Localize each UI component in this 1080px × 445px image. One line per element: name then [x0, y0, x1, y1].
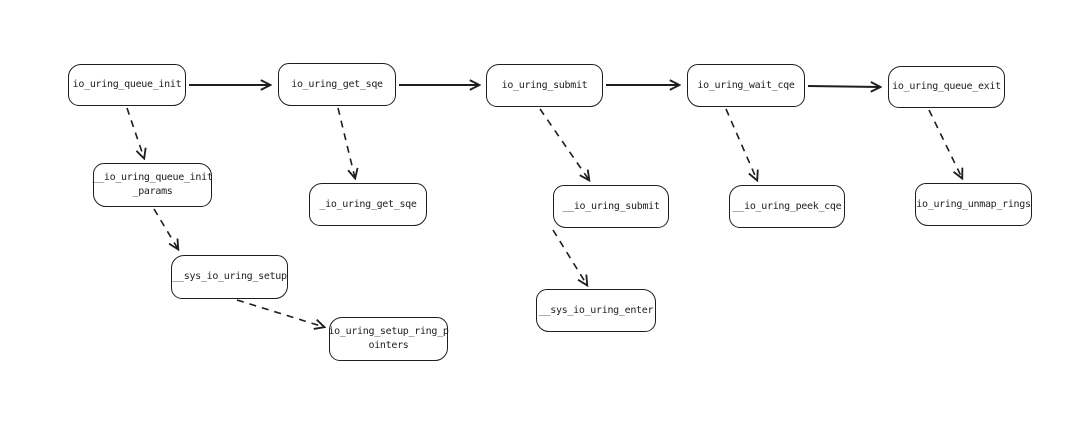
node-io-uring-get-sqe: io_uring_get_sqe — [278, 63, 396, 106]
node-io-uring-wait-cqe: io_uring_wait_cqe — [687, 64, 805, 107]
arrow-submit-internal-to-sys-enter — [552, 229, 587, 285]
arrow-sys-setup-to-setup-ring-pointers — [236, 299, 324, 327]
node-sys-io-uring-enter: __sys_io_uring_enter — [536, 289, 656, 332]
node-io-uring-submit: io_uring_submit — [486, 64, 603, 107]
node-sys-io-uring-setup: __sys_io_uring_setup — [171, 255, 288, 299]
node-io-uring-submit-internal: __io_uring_submit — [553, 185, 669, 228]
node-io-uring-queue-init-params: __io_uring_queue_init _params — [92, 163, 213, 207]
node-io-uring-setup-ring-pointers: io_uring_setup_ring_p ointers — [328, 317, 449, 361]
arrow-submit-to-submit-internal — [539, 108, 589, 180]
node-io-uring-unmap-rings: io_uring_unmap_rings — [915, 183, 1032, 226]
arrow-wait-cqe-to-queue-exit — [807, 86, 880, 87]
arrow-queue-exit-to-unmap-rings — [928, 109, 962, 178]
node-io-uring-queue-init: io_uring_queue_init — [68, 64, 186, 106]
node-io-uring-peek-cqe: __io_uring_peek_cqe — [729, 185, 845, 228]
arrow-get-sqe-to-get-sqe-internal — [337, 107, 355, 178]
arrow-queue-init-params-to-sys-setup — [153, 208, 178, 249]
arrow-queue-init-to-queue-init-params — [126, 107, 144, 158]
node-io-uring-queue-exit: io_uring_queue_exit — [888, 66, 1005, 108]
node-io-uring-get-sqe-internal: _io_uring_get_sqe — [309, 183, 427, 226]
arrow-wait-cqe-to-peek-cqe — [725, 108, 757, 180]
